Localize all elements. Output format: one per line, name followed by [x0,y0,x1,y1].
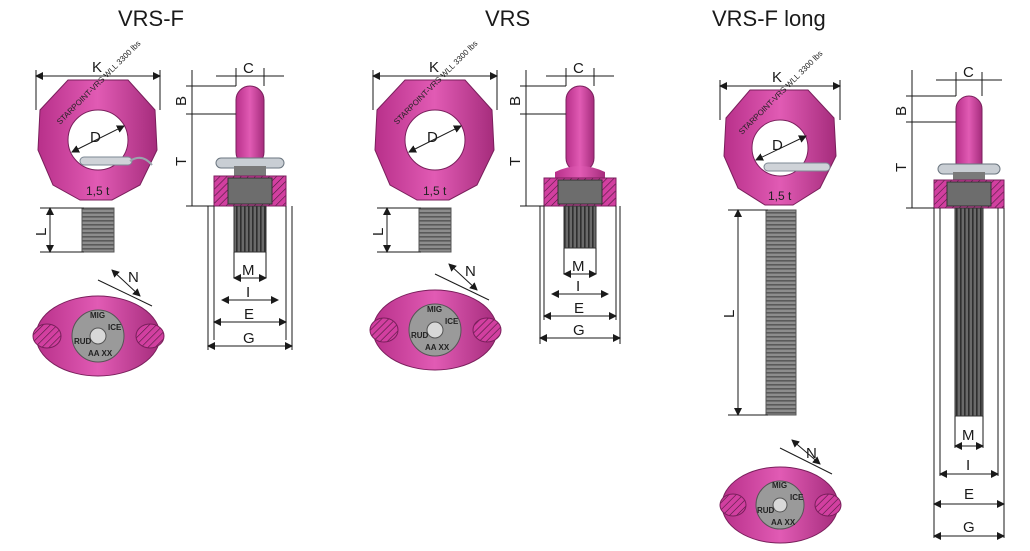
wll-marking: 1,5 t [768,189,792,203]
bail [565,85,595,173]
dim-B: B [173,96,190,106]
dim-K: K [92,59,102,76]
side-view-vrs-f-long [933,95,1005,417]
bolt [765,209,797,416]
dim-K: K [772,69,782,86]
dim-E: E [244,306,254,323]
top-view-vrs-f-long: MIG ICE RUD AA XX [719,466,842,544]
dim-I: I [246,284,250,301]
dim-L: L [370,228,387,236]
top-mark: MIG [90,311,105,320]
top-view-vrs: MIG ICE RUD AA XX [369,289,502,371]
dim-B: B [507,96,524,106]
top-mark: ICE [790,493,804,502]
pin [763,162,831,172]
side-view-vrs [543,85,617,249]
dim-K: K [429,59,439,76]
dim-L: L [33,228,50,236]
dim-N: N [465,263,476,280]
dim-I: I [576,278,580,295]
dim-D: D [90,129,101,146]
title-vrs-f: VRS-F [118,6,184,31]
title-vrs-f-long: VRS-F long [712,6,826,31]
dim-C: C [243,60,254,77]
dim-B: B [893,106,910,116]
dim-N: N [128,269,139,286]
dim-T: T [893,163,910,172]
top-mark: AA XX [425,343,450,352]
dim-G: G [573,322,585,339]
dim-T: T [173,157,190,166]
dim-M: M [572,258,585,275]
dim-G: G [963,519,975,536]
wll-marking: 1,5 t [423,184,447,198]
top-mark: AA XX [771,518,796,527]
dim-C: C [963,64,974,81]
wll-marking: 1,5 t [86,184,110,198]
top-mark: RUD [757,506,775,515]
dim-M: M [242,262,255,279]
dim-D: D [427,129,438,146]
title-vrs: VRS [485,6,531,31]
bolt [563,205,597,249]
dim-E: E [964,486,974,503]
dim-C: C [573,60,584,77]
dim-N: N [806,445,817,462]
pin [79,156,133,166]
top-mark: RUD [411,331,429,340]
dim-G: G [243,330,255,347]
dim-M: M [962,427,975,444]
top-view-vrs-f: MIG ICE RUD AA XX [32,295,165,377]
dimension-lines [35,68,1005,540]
bolt [81,207,115,253]
dim-D: D [772,137,783,154]
dim-I: I [966,457,970,474]
front-view-vrs-f-long: STARPOINT-VRS WLL 3300 lbs 1,5 t [723,49,837,416]
top-mark: AA XX [88,349,113,358]
dim-E: E [574,300,584,317]
dimension-labels: K D L C B T M I E G N K D L C B T M I E … [33,59,975,536]
bolt [954,207,984,417]
dim-T: T [507,157,524,166]
top-mark: RUD [74,337,92,346]
top-mark: ICE [445,317,459,326]
front-view-vrs-f: STARPOINT-VRS WLL 3300 lbs 1,5 t [37,39,158,253]
top-mark: MIG [427,305,442,314]
bail [235,85,265,167]
side-view-vrs-f [213,85,287,253]
top-mark: ICE [108,323,122,332]
dim-L: L [721,310,738,318]
top-mark: MIG [772,481,787,490]
bolt [233,205,267,253]
bolt [418,207,452,253]
